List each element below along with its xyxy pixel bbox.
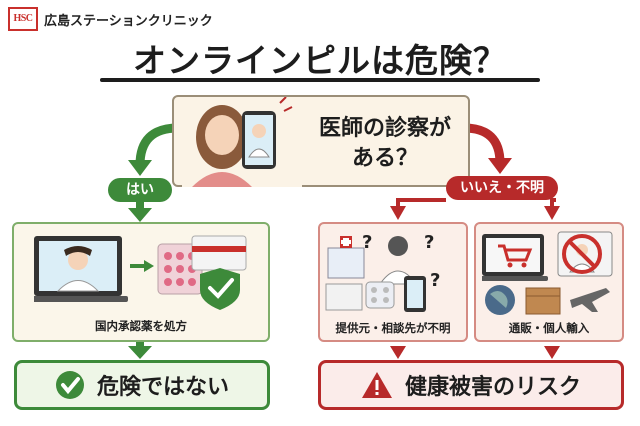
yes-label: はい xyxy=(108,178,172,202)
result-safe: 危険ではない xyxy=(14,360,270,410)
yes-arrow-stem xyxy=(136,202,144,210)
woman-with-phone-illustration xyxy=(182,97,302,187)
question-line-2: ある？ xyxy=(351,146,418,171)
no-result-head-left xyxy=(390,346,406,359)
no-label: いいえ・不明 xyxy=(446,176,558,200)
no-result-head-right xyxy=(544,346,560,359)
clinic-logo: HSC 広島ステーションクリニック xyxy=(8,7,213,31)
no-split-left xyxy=(396,198,446,208)
no-caption-import: 通販・個人輸入 xyxy=(508,321,590,335)
warning-icon xyxy=(361,372,392,398)
title-underline xyxy=(100,78,540,82)
result-risk: 健康被害のリスク xyxy=(318,360,624,410)
no-arrow-curve xyxy=(459,123,505,168)
doctor-prescribing-illustration xyxy=(34,235,247,310)
result-risk-text: 健康被害のリスク xyxy=(404,375,581,400)
online-import-illustration xyxy=(482,231,613,315)
svg-text:?: ? xyxy=(362,232,372,253)
yes-arrow-head xyxy=(128,160,152,176)
result-safe-text: 危険ではない xyxy=(96,375,229,400)
no-caption-unknown: 提供元・相談先が不明 xyxy=(335,321,451,335)
question-text: 医師の診察が ある？ xyxy=(305,114,465,174)
no-arrow-head xyxy=(488,158,512,174)
svg-text:?: ? xyxy=(430,270,440,291)
unknown-provider-illustration: ? ? ? xyxy=(325,232,440,312)
no-split-left-head xyxy=(390,206,406,220)
no-split-right-head xyxy=(544,206,560,220)
yes-arrow-head-2 xyxy=(128,208,152,222)
yes-caption: 国内承認薬を処方 xyxy=(95,319,187,333)
page-title: オンラインピルは危険？ xyxy=(133,41,507,80)
no-split-right xyxy=(550,198,556,208)
yes-arrow-curve xyxy=(135,123,183,170)
svg-text:?: ? xyxy=(424,232,434,253)
check-circle-icon xyxy=(55,371,84,399)
logo-mark: HSC xyxy=(8,7,38,31)
clinic-name: 広島ステーションクリニック xyxy=(44,13,213,29)
question-line-1: 医師の診察が xyxy=(318,116,451,141)
yes-result-head xyxy=(128,346,152,359)
yes-result-stem xyxy=(136,342,144,348)
